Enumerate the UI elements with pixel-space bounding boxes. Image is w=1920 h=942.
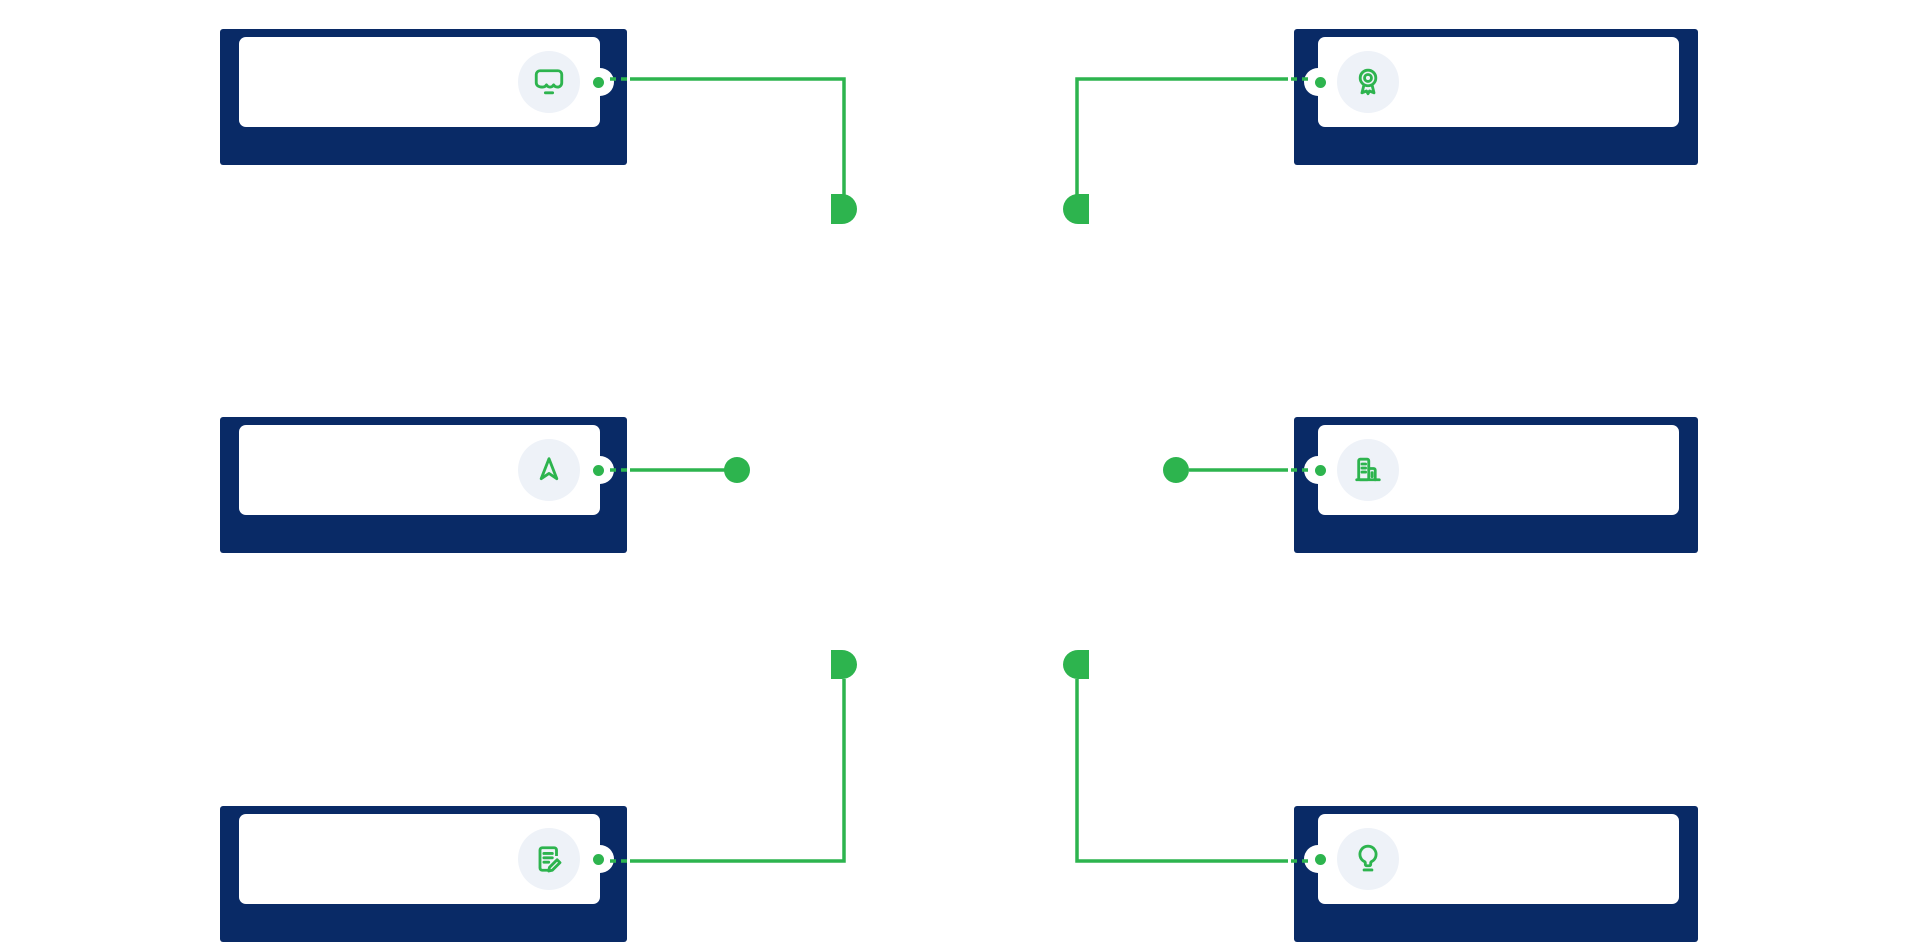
node-card[interactable] xyxy=(239,425,614,515)
port-dot xyxy=(592,76,604,88)
document-edit-icon xyxy=(538,846,562,873)
node-middle-left xyxy=(220,417,627,553)
navigation-arrow-icon xyxy=(539,457,559,481)
icon-circle xyxy=(1337,828,1399,890)
node-card[interactable] xyxy=(239,37,614,127)
node-card[interactable] xyxy=(1304,37,1679,127)
icon-circle xyxy=(518,439,580,501)
connector-bottom-left xyxy=(630,679,846,863)
connector-port xyxy=(1304,845,1332,873)
connector-endpoint-top-left xyxy=(831,194,857,224)
port-dot xyxy=(1314,853,1326,865)
node-middle-right xyxy=(1294,417,1698,553)
connector-bottom-right xyxy=(1075,679,1288,863)
connector-endpoint-bottom-left xyxy=(831,650,857,679)
icon-circle xyxy=(1337,439,1399,501)
port-dot xyxy=(1314,76,1326,88)
node-top-left xyxy=(220,29,627,165)
connector-port xyxy=(1304,456,1332,484)
connector-endpoint-bottom-right xyxy=(1063,650,1089,679)
port-dot xyxy=(1314,464,1326,476)
icon-circle xyxy=(1337,51,1399,113)
node-top-right xyxy=(1294,29,1698,165)
node-card[interactable] xyxy=(239,814,614,904)
connector-endpoint-middle-left xyxy=(724,457,750,483)
award-medal-icon xyxy=(1358,68,1378,96)
connector-port xyxy=(586,68,614,96)
connector-port xyxy=(586,456,614,484)
icon-circle xyxy=(518,828,580,890)
lightbulb-icon xyxy=(1358,844,1378,872)
node-card[interactable] xyxy=(1304,814,1679,904)
connector-endpoint-top-right xyxy=(1063,194,1089,224)
node-bottom-right xyxy=(1294,806,1698,942)
office-building-icon xyxy=(1355,457,1381,482)
connector-port xyxy=(586,845,614,873)
icon-circle xyxy=(518,51,580,113)
connector-port xyxy=(1304,68,1332,96)
port-dot xyxy=(592,853,604,865)
connector-top-left xyxy=(630,77,846,195)
node-card[interactable] xyxy=(1304,425,1679,515)
storefront-icon xyxy=(534,69,564,95)
node-bottom-left xyxy=(220,806,627,942)
connector-endpoint-middle-right xyxy=(1163,457,1189,483)
connector-top-right xyxy=(1075,77,1288,195)
port-dot xyxy=(592,464,604,476)
